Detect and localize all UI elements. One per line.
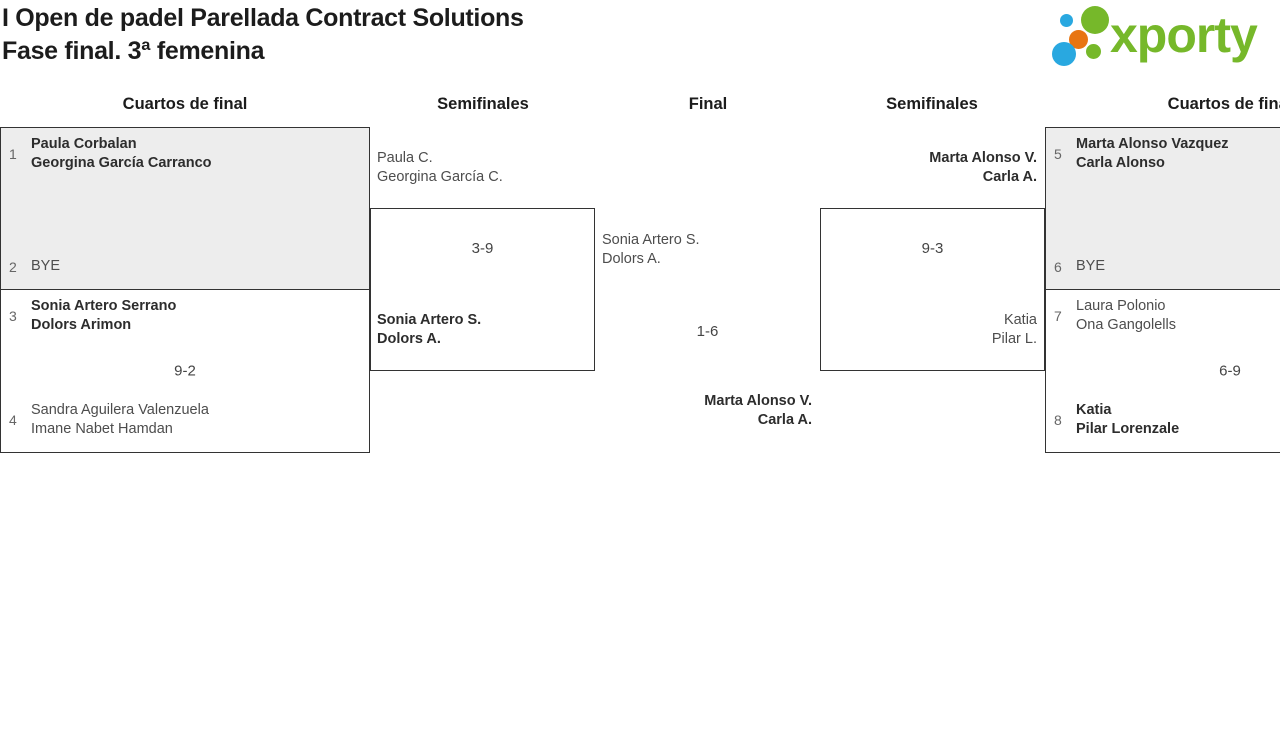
team-names: Paula Corbalan Georgina García Carranco — [31, 135, 212, 173]
player-name: Carla A. — [757, 412, 812, 428]
logo-dot-icon — [1069, 30, 1088, 49]
final-winner-names: Marta Alonso V. Carla A. — [594, 392, 812, 430]
logo-dot-icon — [1086, 44, 1101, 59]
team-names: Marta Alonso Vazquez Carla Alonso — [1076, 135, 1229, 173]
player-name: Dolors A. — [377, 331, 441, 347]
match-score: 9-3 — [921, 240, 944, 257]
tournament-name: I Open de padel Parellada Contract Solut… — [2, 4, 524, 32]
player-name: Paula C. — [377, 150, 433, 166]
team-row: 5 Marta Alonso Vazquez Carla Alonso — [1054, 135, 1280, 173]
seed-number: 6 — [1054, 258, 1062, 275]
player-name: Pilar L. — [991, 331, 1037, 347]
player-name: Georgina García C. — [377, 169, 503, 185]
seed-number: 7 — [1054, 308, 1062, 324]
round-header-quarterfinals-left: Cuartos de final — [122, 95, 248, 113]
team-names: Laura Polonio Ona Gangolells — [1076, 297, 1176, 335]
player-name: Sonia Artero S. — [602, 232, 700, 248]
player-name: Pilar Lorenzale — [1076, 421, 1180, 437]
team-names: Paula C. Georgina García C. — [377, 149, 503, 187]
team-row: 6 BYE — [1054, 257, 1280, 276]
player-name: Marta Alonso V. — [929, 150, 1037, 166]
match-box-sf1 — [370, 208, 595, 371]
team-names: Katia Pilar L. — [829, 311, 1037, 349]
seed-number: 5 — [1054, 146, 1062, 162]
bye-label: BYE — [31, 258, 61, 274]
team-names: BYE — [1076, 257, 1105, 276]
team-row: 7 Laura Polonio Ona Gangolells — [1054, 297, 1280, 335]
team-row: 1 Paula Corbalan Georgina García Carranc… — [9, 135, 361, 173]
player-name: Marta Alonso Vazquez — [1076, 136, 1229, 152]
match-score: 6-9 — [1219, 362, 1241, 380]
seed-number: 4 — [9, 412, 17, 428]
round-header-final: Final — [688, 95, 728, 113]
match-score: 9-2 — [174, 362, 196, 380]
player-name: Dolors A. — [602, 251, 661, 267]
team-names: Katia Pilar Lorenzale — [1076, 401, 1179, 439]
player-name: Imane Nabet Hamdan — [31, 421, 173, 437]
bye-label: BYE — [1076, 258, 1106, 274]
logo-dot-icon — [1060, 14, 1073, 27]
page-title: I Open de padel Parellada Contract Solut… — [2, 2, 524, 68]
seed-number: 3 — [9, 308, 17, 324]
team-names: BYE — [31, 257, 60, 276]
match-box-qf3: 5 Marta Alonso Vazquez Carla Alonso 6 BY… — [1045, 127, 1280, 290]
team-names: Sonia Artero S. Dolors A. — [602, 231, 700, 269]
xporty-logo-text: xporty — [1110, 7, 1258, 63]
round-header-quarterfinals-right: Cuartos de final — [1167, 95, 1280, 113]
seed-number: 2 — [9, 258, 17, 275]
team-names: Marta Alonso V. Carla A. — [829, 149, 1037, 187]
match-box-qf4: 7 Laura Polonio Ona Gangolells 6-9 8 Kat… — [1045, 289, 1280, 453]
match-box-sf2 — [820, 208, 1045, 371]
player-name: Georgina García Carranco — [31, 155, 212, 171]
player-name: Katia — [1003, 312, 1037, 328]
seed-number: 8 — [1054, 412, 1062, 428]
round-header-semifinals-right: Semifinales — [886, 95, 978, 113]
player-name: Carla A. — [982, 169, 1037, 185]
player-name: Ona Gangolells — [1076, 317, 1176, 333]
team-names: Sonia Artero S. Dolors A. — [377, 311, 481, 349]
player-name: Katia — [1076, 402, 1112, 418]
player-name: Laura Polonio — [1076, 298, 1166, 314]
match-score: 3-9 — [471, 240, 494, 257]
match-box-qf1: 1 Paula Corbalan Georgina García Carranc… — [0, 127, 370, 290]
player-name: Sonia Artero S. — [377, 312, 482, 328]
team-names: Sandra Aguilera Valenzuela Imane Nabet H… — [31, 401, 209, 439]
player-name: Paula Corbalan — [31, 136, 137, 152]
team-row: 3 Sonia Artero Serrano Dolors Arimon — [9, 297, 361, 335]
final-score: 1-6 — [696, 323, 719, 340]
team-names: Sonia Artero Serrano Dolors Arimon — [31, 297, 176, 335]
player-name: Sonia Artero Serrano — [31, 298, 177, 314]
team-row: 2 BYE — [9, 257, 361, 276]
team-row: 4 Sandra Aguilera Valenzuela Imane Nabet… — [9, 401, 361, 439]
player-name: Carla Alonso — [1076, 155, 1165, 171]
seed-number: 1 — [9, 146, 17, 162]
team-row: 8 Katia Pilar Lorenzale — [1054, 401, 1280, 439]
xporty-logo[interactable]: xporty — [1048, 0, 1278, 72]
player-name: Sandra Aguilera Valenzuela — [31, 402, 209, 418]
logo-dot-icon — [1052, 42, 1076, 66]
logo-dot-icon — [1081, 6, 1109, 34]
player-name: Marta Alonso V. — [704, 393, 812, 409]
round-header-semifinals-left: Semifinales — [437, 95, 529, 113]
phase-category: Fase final. 3ª femenina — [2, 37, 265, 65]
player-name: Dolors Arimon — [31, 317, 132, 333]
match-box-qf2: 3 Sonia Artero Serrano Dolors Arimon 9-2… — [0, 289, 370, 453]
